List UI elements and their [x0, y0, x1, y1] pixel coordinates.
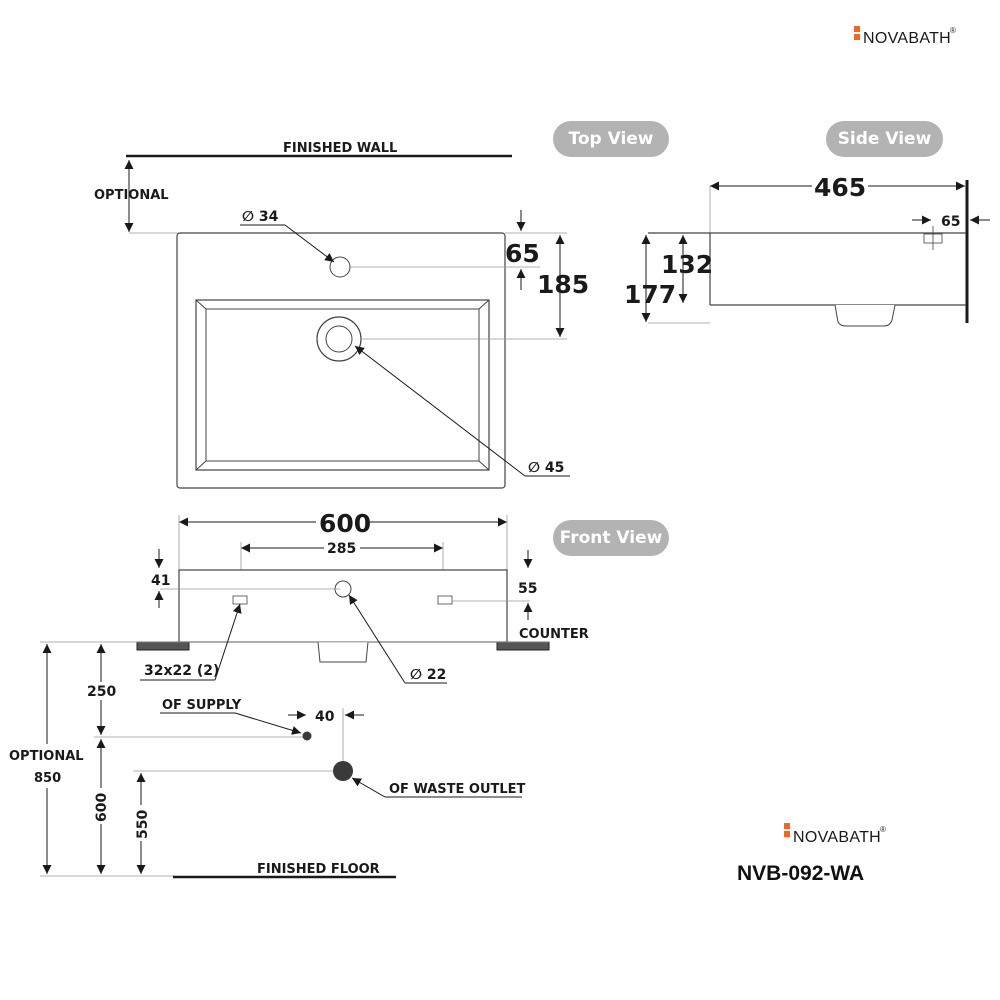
dim-600: 600 [319, 509, 371, 538]
logo-square-icon [854, 34, 860, 40]
brand-logo-top: NOVABATH ® [854, 24, 964, 52]
bowl-outer-top [195, 299, 490, 471]
waste-outlet-point [333, 761, 353, 781]
brand-reg-top: ® [950, 26, 957, 35]
front-view: 600 285 COUNTER 41 55 32x22 (2) [40, 509, 589, 684]
slot-left [232, 595, 248, 605]
counter-left [136, 641, 190, 651]
dim-600v-bg [92, 788, 110, 824]
counter-label: COUNTER [519, 627, 589, 642]
dim-550-bg [132, 805, 150, 841]
bowl-corner [478, 460, 490, 471]
dim-285-bg [324, 538, 360, 556]
optional-label-top: OPTIONAL [94, 188, 169, 203]
dim-41: 41 [151, 573, 170, 589]
dim-65-side: 65 [941, 214, 960, 230]
dim-55: 55 [518, 581, 537, 597]
logo-square-icon [784, 831, 790, 837]
brand-reg-bottom: ® [880, 825, 887, 834]
supply-point [302, 731, 312, 741]
logo-square-icon [854, 26, 860, 32]
slot-dim: 32x22 (2) [144, 663, 219, 679]
bowl-corner [195, 460, 207, 471]
dim-40: 40 [315, 709, 335, 725]
dim-465-bg [812, 173, 868, 199]
bowl-corner [478, 299, 490, 310]
installation-heights: OPTIONAL 850 250 OF SUPPLY 40 600 OF WAS… [8, 644, 526, 879]
dim-250: 250 [87, 684, 116, 700]
optional-label-front: OPTIONAL [9, 749, 84, 764]
dim-285: 285 [327, 541, 356, 557]
dim-65-top: 65 [505, 239, 540, 268]
side-view: 465 65 132 177 [624, 173, 990, 327]
logo-square-icon [784, 823, 790, 829]
dim-600-bg [316, 509, 370, 535]
top-view: FINISHED WALL OPTIONAL ∅ 34 ∅ 45 65 [94, 141, 589, 489]
tap-hole-leader-diag [284, 224, 335, 263]
dim-465: 465 [814, 173, 866, 202]
dim-132: 132 [661, 250, 713, 279]
dim-185: 185 [537, 270, 589, 299]
bowl-corner [195, 299, 207, 310]
top-view-pill: Top View [553, 121, 669, 157]
of-supply-label: OF SUPPLY [162, 698, 242, 713]
drain-leader [354, 345, 526, 477]
tap-hole [329, 256, 351, 278]
dim-177: 177 [624, 280, 676, 309]
tap-hole-dim: ∅ 34 [242, 209, 279, 225]
bowl-inner-top [205, 308, 480, 462]
slot-leader-diag [214, 603, 242, 681]
dim-550: 550 [135, 810, 151, 839]
brand-logo-bottom: NOVABATH ® [784, 823, 894, 851]
model-number: NVB-092-WA [737, 862, 865, 885]
side-view-pill: Side View [826, 121, 943, 157]
finished-wall-label: FINISHED WALL [283, 141, 397, 156]
slot-right [437, 595, 453, 605]
brand-name-top: NOVABATH [863, 30, 952, 47]
dim-600-vertical: 600 [94, 793, 110, 822]
finished-floor-label: FINISHED FLOOR [257, 862, 380, 877]
of-waste-outlet-label: OF WASTE OUTLET [389, 782, 526, 797]
drain-inner-top [325, 325, 353, 353]
side-drain-profile [834, 304, 896, 327]
waste-leader-diag [351, 777, 386, 798]
front-drain-profile [317, 641, 369, 663]
front-view-pill: Front View [553, 520, 669, 556]
drain-22-leader [348, 594, 406, 684]
dim-250-bg [86, 682, 118, 700]
brand-name-bottom: NOVABATH [793, 829, 882, 846]
drain-dim-top: ∅ 45 [528, 460, 564, 476]
drain-dim-front: ∅ 22 [410, 667, 446, 683]
supply-leader-diag [234, 712, 302, 735]
counter-right [496, 641, 550, 651]
dim-850-bg [8, 744, 86, 788]
dim-850: 850 [34, 771, 61, 786]
